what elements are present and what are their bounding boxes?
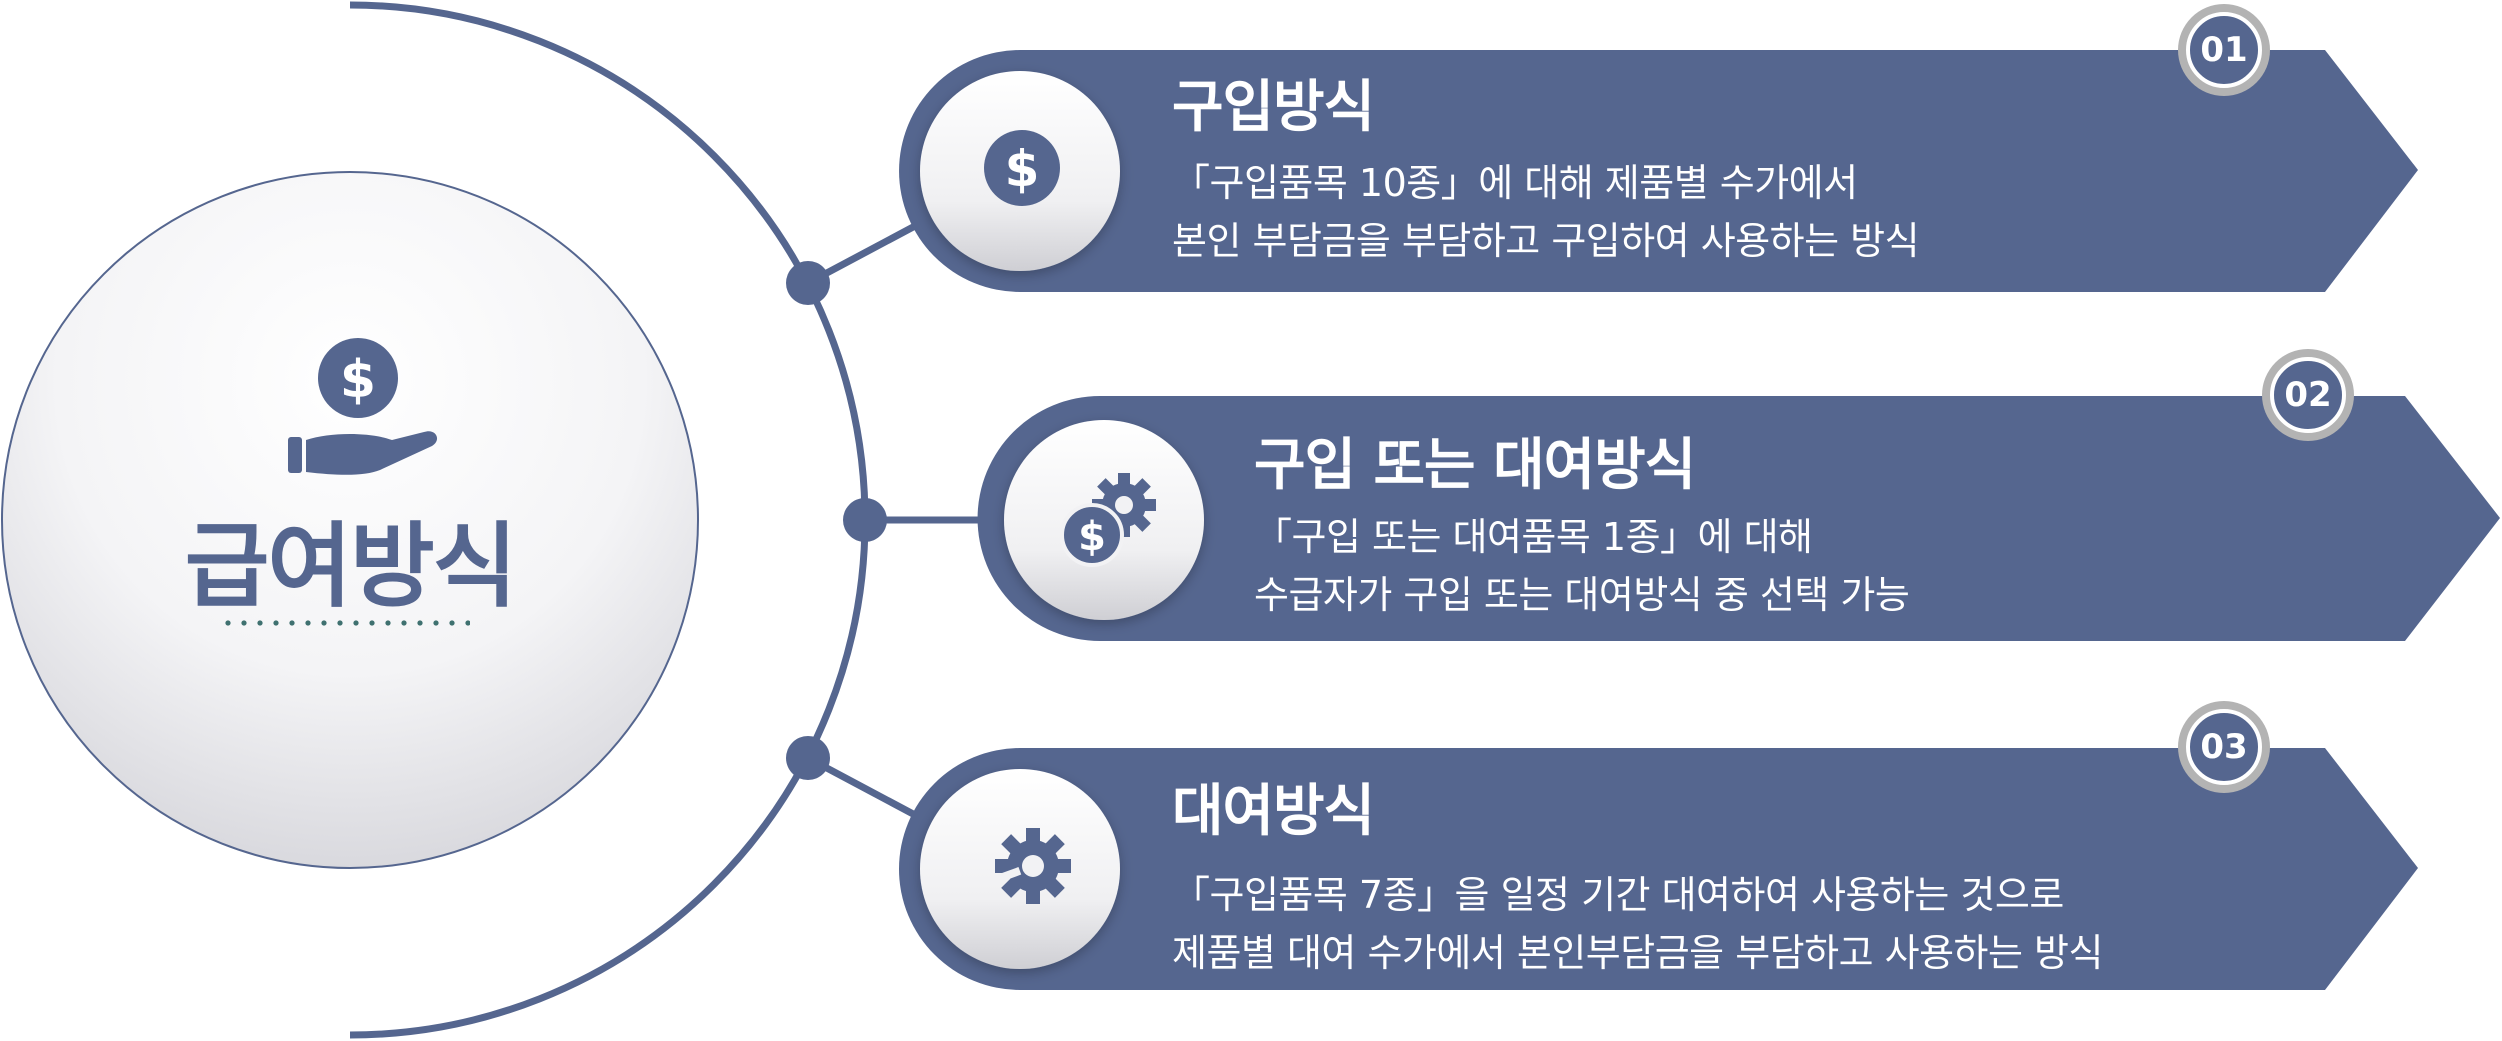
dollar-coin-icon: $	[984, 130, 1060, 206]
connector-dot-2	[843, 498, 887, 542]
badge-number-1: 01	[2200, 30, 2248, 70]
dotted-divider	[220, 620, 470, 626]
badge-3	[2186, 709, 2262, 785]
item-3-line-2: 제품별 대여 수가에서 본인부담금을 부담하고 사용하는 방식	[1172, 931, 2103, 975]
item-2-line-1: 「구입 또는 대여품목 1종」에 대해	[1254, 515, 1813, 559]
connector-dot-3	[786, 736, 830, 780]
dollar-gear-icon: $	[1060, 473, 1156, 567]
item-1-line-1: 「구입품목 10종」에 대해 제품별 수가에서	[1172, 161, 1858, 205]
center-circle	[1, 171, 699, 869]
item-2-line-2: 수급자가 구입 또는 대여방식 중 선택 가능	[1254, 573, 1910, 617]
svg-text:$: $	[1005, 140, 1040, 198]
badge-2	[2270, 357, 2346, 433]
banner-3	[899, 748, 2418, 990]
badge-number-2: 02	[2284, 375, 2332, 415]
item-1-line-2: 본인 부담금을 부담하고 구입하여 사용하는 방식	[1172, 219, 1920, 263]
gear-icon	[994, 828, 1071, 904]
hand-holding-coin-icon: $	[288, 338, 438, 475]
banner-1	[899, 50, 2418, 292]
svg-text:$: $	[340, 350, 376, 410]
svg-text:$: $	[1078, 514, 1106, 560]
item-3-line-1: 「구입품목 7종」을 일정 기간 대여하여 사용하는 것으로	[1172, 873, 2064, 917]
badge-1	[2186, 12, 2262, 88]
connector-dot-1	[786, 261, 830, 305]
item-3-title: 대여방식	[1172, 779, 1375, 844]
item-2-title: 구입 또는 대여방식	[1254, 433, 1696, 498]
item-1-title: 구입방식	[1172, 75, 1375, 140]
center-title: 급여방식	[184, 513, 518, 620]
badge-number-3: 03	[2200, 727, 2248, 767]
banner-2	[977, 396, 2500, 641]
